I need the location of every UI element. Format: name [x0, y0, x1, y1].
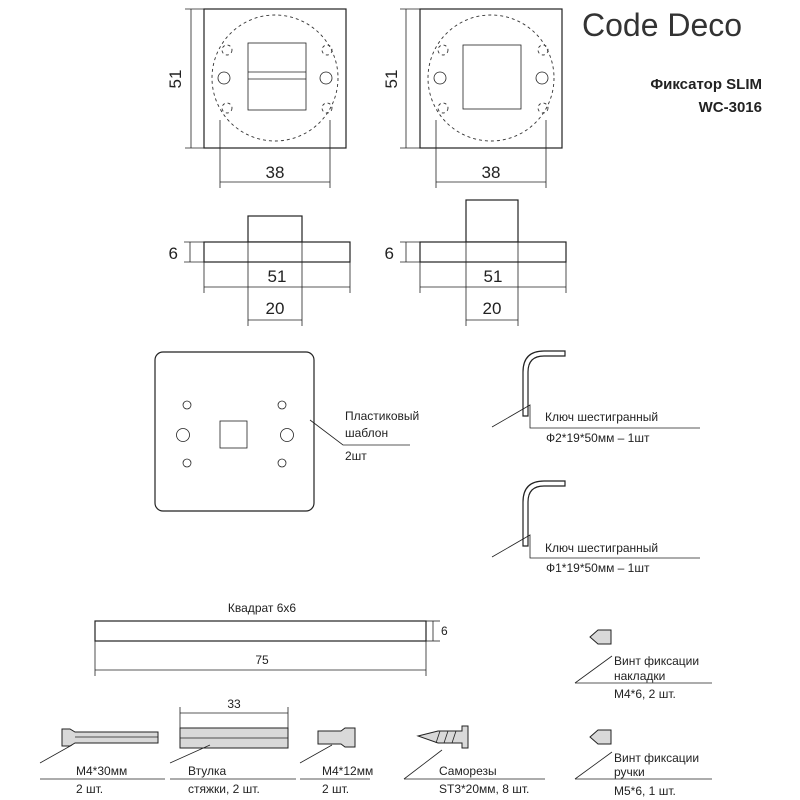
product-title: Фиксатор SLIM [650, 76, 762, 93]
profile-thickness-label: 6 [169, 244, 178, 263]
rose-front-view-left [203, 8, 347, 149]
screw-m4x12: M4*12мм 2 шт. [299, 727, 373, 796]
self-tapping-screw-line2: ST3*20мм, 8 шт. [439, 782, 529, 796]
bolt-m4x30: M4*30мм 2 шт. [39, 728, 165, 796]
template-label-line1: Пластиковый [345, 409, 419, 423]
rose-side-view-left [203, 215, 351, 263]
self-tapping-screw-line1: Саморезы [439, 764, 497, 778]
sleeve-line1: Втулка [188, 764, 226, 778]
profile-neck-label: 20 [266, 299, 285, 318]
set-screw-plate: Винт фиксации накладки M4*6, 2 шт. [574, 629, 712, 701]
hex-key-1mm-spec: Ф1*19*50мм – 1шт [546, 561, 650, 575]
hex-key-1mm: Ключ шестигранный Ф1*19*50мм – 1шт [491, 480, 700, 575]
square-bar-label: Квадрат 6х6 [228, 601, 296, 615]
rose-height-label: 51 [166, 70, 185, 89]
rose-side-view-right [419, 199, 567, 263]
template-label-qty: 2шт [345, 449, 367, 463]
rose-dimensions-right: 51 38 [382, 8, 547, 188]
set-screw-plate-line2: накладки [614, 669, 665, 683]
bolt-m4x30-line2: 2 шт. [76, 782, 103, 796]
self-tapping-screw: Саморезы ST3*20мм, 8 шт. [403, 725, 545, 796]
profile-dimensions-left: 6 51 20 [169, 216, 351, 326]
square-bar: Квадрат 6х6 6 75 [94, 601, 448, 676]
rose-width-label-right: 38 [482, 163, 501, 182]
profile-thickness-label-right: 6 [385, 244, 394, 263]
screw-m4x12-line2: 2 шт. [322, 782, 349, 796]
rose-height-label-right: 51 [382, 70, 401, 89]
set-screw-handle: Винт фиксации ручки M5*6, 1 шт. [574, 729, 712, 798]
hex-key-2mm-name: Ключ шестигранный [545, 410, 658, 424]
hex-key-2mm: Ключ шестигранный Ф2*19*50мм – 1шт [491, 350, 700, 445]
set-screw-handle-line2: ручки [614, 765, 645, 779]
bolt-m4x30-line1: M4*30мм [76, 764, 127, 778]
hex-key-2mm-spec: Ф2*19*50мм – 1шт [546, 431, 650, 445]
square-bar-thickness-label: 6 [441, 624, 448, 638]
rose-front-view-right [419, 8, 563, 149]
screw-m4x12-line1: M4*12мм [322, 764, 373, 778]
set-screw-handle-spec: M5*6, 1 шт. [614, 784, 676, 798]
set-screw-plate-spec: M4*6, 2 шт. [614, 687, 676, 701]
profile-neck-label-right: 20 [483, 299, 502, 318]
set-screw-handle-line1: Винт фиксации [614, 751, 699, 765]
brand-name: Code Deco [582, 7, 742, 43]
square-bar-length-label: 75 [255, 653, 269, 667]
sleeve-length-label: 33 [227, 697, 241, 711]
template-label-line2: шаблон [345, 426, 388, 440]
rose-width-label: 38 [266, 163, 285, 182]
hex-key-1mm-name: Ключ шестигранный [545, 541, 658, 555]
plastic-template: Пластиковый шаблон 2шт [154, 351, 419, 512]
product-code: WC-3016 [699, 99, 762, 116]
profile-width-label-right: 51 [484, 267, 503, 286]
profile-width-label: 51 [268, 267, 287, 286]
profile-dimensions-right: 6 51 20 [385, 200, 567, 326]
set-screw-plate-line1: Винт фиксации [614, 654, 699, 668]
sleeve-line2: стяжки, 2 шт. [188, 782, 260, 796]
rose-dimensions-left: 51 38 [166, 8, 331, 188]
coupling-sleeve: 33 Втулка стяжки, 2 шт. [169, 697, 296, 796]
